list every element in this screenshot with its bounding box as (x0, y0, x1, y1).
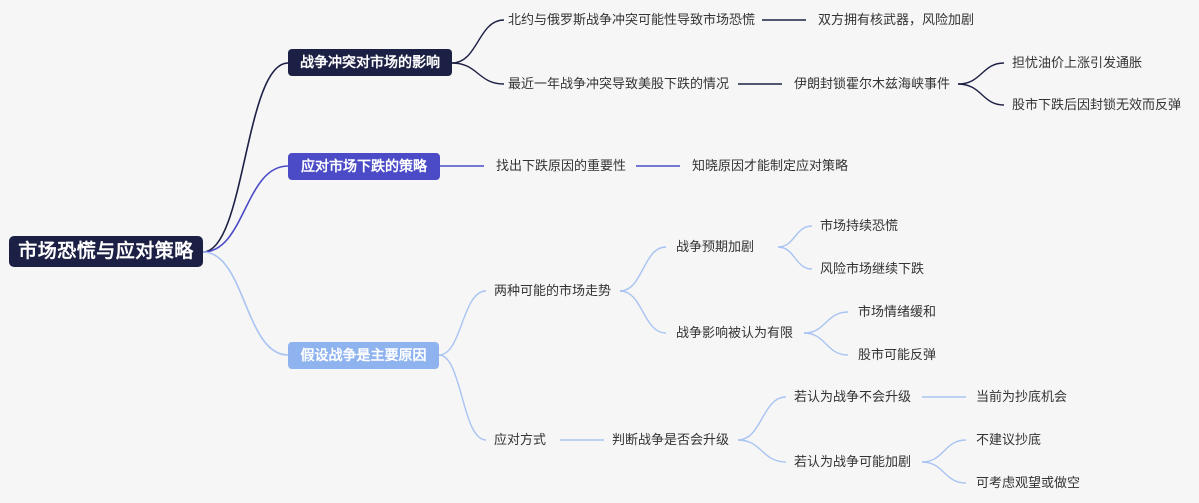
subtopic-bottom-chance[interactable]: 当前为抄底机会 (976, 389, 1068, 405)
link-may-nobottom (921, 439, 967, 463)
subtopic-know-cause[interactable]: 知晓原因才能制定应对策略 (692, 158, 849, 174)
subtopic-oil-worry[interactable]: 担忧油价上涨引发通胀 (1012, 55, 1143, 71)
topic-market-impact[interactable]: 战争冲突对市场的影响 (288, 49, 452, 76)
subtopic-risk-down[interactable]: 风险市场继续下跌 (820, 261, 925, 277)
link-limited-ease (803, 311, 849, 334)
link-judge-may (737, 439, 787, 463)
link-impact-nato (451, 19, 505, 64)
topic-assume-war[interactable]: 假设战争是主要原因 (288, 342, 439, 369)
topic-strategy[interactable]: 应对市场下跌的策略 (288, 153, 440, 180)
subtopic-nuclear[interactable]: 双方拥有核武器，风险加剧 (818, 12, 975, 28)
subtopic-no-bottom[interactable]: 不建议抄底 (976, 432, 1042, 448)
subtopic-sentiment-ease[interactable]: 市场情绪缓和 (858, 304, 937, 320)
link-trends-expected (619, 246, 667, 292)
subtopic-find-cause[interactable]: 找出下跌原因的重要性 (496, 158, 627, 174)
subtopic-may-escalate[interactable]: 若认为战争可能加剧 (794, 454, 912, 470)
subtopic-rebound[interactable]: 股市下跌后因封锁无效而反弹 (1012, 97, 1182, 113)
subtopic-stock-rebound[interactable]: 股市可能反弹 (858, 347, 937, 363)
link-root-assume (202, 251, 289, 356)
subtopic-iran-event[interactable]: 伊朗封锁霍尔木兹海峡事件 (794, 76, 951, 92)
subtopic-judge[interactable]: 判断战争是否会升级 (612, 432, 730, 448)
link-root-strategy (202, 165, 289, 253)
subtopic-panic-continue[interactable]: 市场持续恐慌 (820, 218, 899, 234)
subtopic-wait-short[interactable]: 可考虑观望或做空 (976, 475, 1081, 491)
link-iran-rebound (957, 83, 1005, 106)
link-trends-limited (619, 290, 667, 334)
link-judge-no (737, 396, 787, 441)
subtopic-war-expected[interactable]: 战争预期加剧 (676, 239, 755, 255)
link-impact-recent (451, 62, 505, 85)
link-root-impact (202, 62, 289, 253)
link-expected-risk (777, 246, 813, 270)
subtopic-war-limited[interactable]: 战争影响被认为有限 (676, 325, 794, 341)
root-topic[interactable]: 市场恐慌与应对策略 (9, 236, 203, 267)
subtopic-response[interactable]: 应对方式 (494, 432, 547, 448)
link-assume-trends (438, 290, 487, 356)
link-iran-oil (957, 62, 1005, 85)
link-assume-response (438, 354, 487, 441)
link-limited-rebound (803, 332, 849, 356)
link-may-wait (921, 461, 967, 484)
subtopic-recent-year[interactable]: 最近一年战争冲突导致美股下跌的情况 (508, 76, 730, 92)
link-expected-panic (777, 225, 813, 248)
subtopic-two-trends[interactable]: 两种可能的市场走势 (494, 283, 612, 299)
subtopic-nato-russia[interactable]: 北约与俄罗斯战争冲突可能性导致市场恐慌 (508, 12, 756, 28)
subtopic-no-escalate[interactable]: 若认为战争不会升级 (794, 389, 912, 405)
